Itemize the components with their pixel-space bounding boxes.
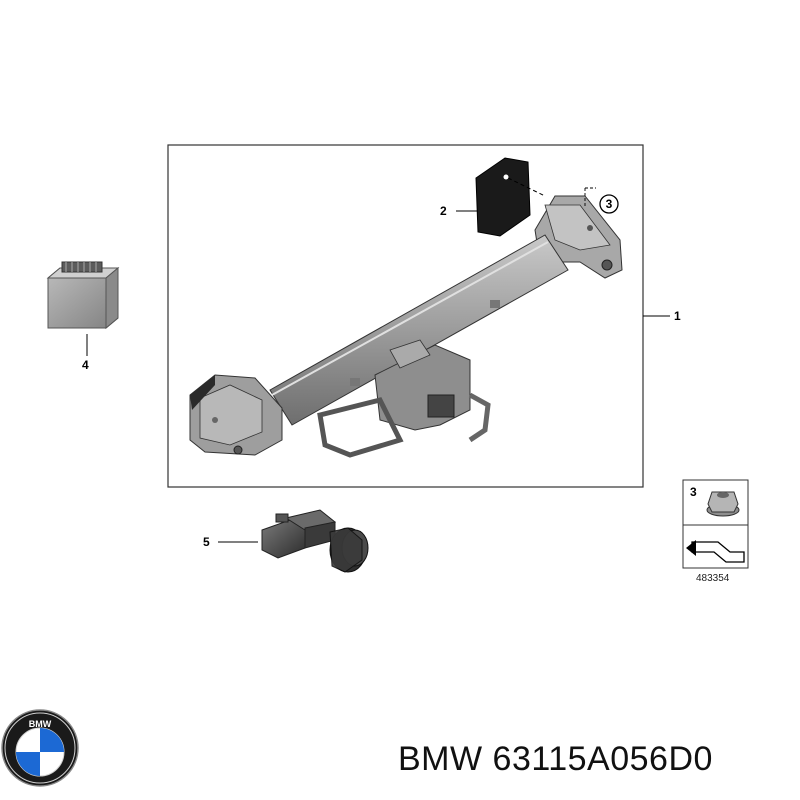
fastener-legend: 3 483354	[682, 479, 749, 584]
callout-2: 2	[440, 204, 447, 218]
connector-icon	[261, 509, 369, 573]
bmw-logo-icon: BMW	[1, 709, 79, 787]
tow-hitch-icon	[189, 195, 623, 458]
control-module-icon	[46, 261, 120, 330]
callout-1: 1	[674, 309, 681, 323]
mounting-plate-icon	[475, 157, 546, 237]
part-number: BMW 63115A056D0	[398, 740, 713, 778]
callout-4: 4	[82, 358, 89, 372]
legend-item-number: 3	[690, 485, 697, 499]
bmw-logo-text: BMW	[29, 719, 52, 729]
legend-ref-number: 483354	[696, 573, 730, 584]
callout-3-inline: 3	[606, 197, 613, 211]
nut-icon	[706, 491, 740, 517]
arrow-symbol-icon	[686, 540, 745, 563]
callout-5: 5	[203, 535, 210, 549]
